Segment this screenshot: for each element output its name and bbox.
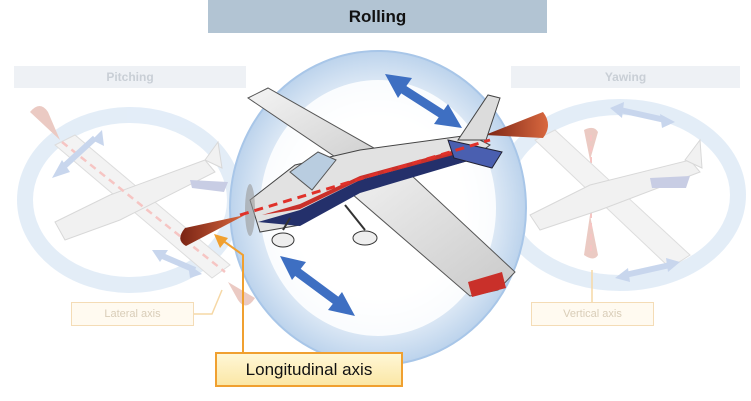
longitudinal-axis-label: Longitudinal axis: [215, 352, 403, 387]
roll-aircraft-propeller: [245, 184, 255, 236]
pitching-header: Pitching: [14, 66, 246, 88]
rolling-panel: [180, 51, 548, 365]
roll-aircraft-wheel-nose: [272, 233, 294, 247]
vertical-axis-label: Vertical axis: [531, 302, 654, 326]
yawing-header: Yawing: [511, 66, 740, 88]
lateral-axis-label: Lateral axis: [71, 302, 194, 326]
pitching-panel: [25, 106, 255, 306]
page-title: Rolling: [208, 0, 547, 33]
pitch-axis-cone-top: [30, 106, 60, 140]
roll-aircraft-wheel-main: [353, 231, 377, 245]
lateral-axis-leader-line: [194, 290, 222, 314]
yaw-axis-cone-top: [584, 128, 598, 160]
yaw-aircraft-fuselage: [530, 160, 700, 230]
